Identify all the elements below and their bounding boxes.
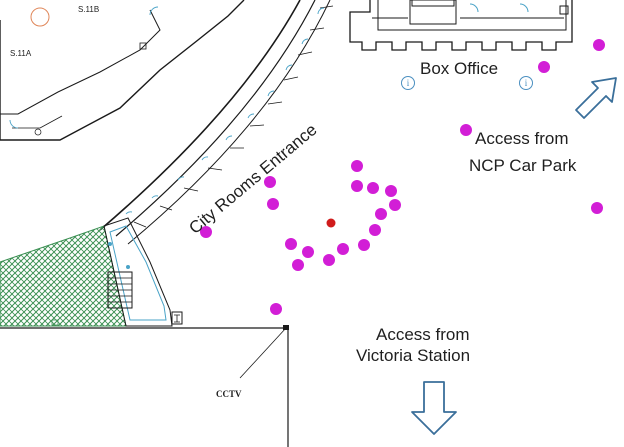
stair-core [103, 217, 183, 327]
room-label-s11a: S.11A [10, 49, 32, 58]
access-point-marker [351, 160, 363, 172]
access-point-marker [285, 238, 297, 250]
information-icon: i [519, 76, 533, 90]
room-circle-icon [30, 7, 50, 27]
cctv-boundary [0, 325, 289, 447]
access-point-marker [351, 180, 363, 192]
access-ncp-line2: NCP Car Park [469, 156, 577, 175]
access-point-marker [538, 61, 550, 73]
access-point-marker [367, 182, 379, 194]
highlight-marker [326, 218, 336, 228]
curved-facade [99, 0, 334, 245]
access-point-marker [337, 243, 349, 255]
room-block-s11 [0, 0, 245, 141]
access-point-marker [375, 208, 387, 220]
access-point-marker [358, 239, 370, 251]
access-victoria-line1: Access from [376, 325, 470, 344]
information-icon: i [401, 76, 415, 90]
access-point-marker [389, 199, 401, 211]
access-point-marker [385, 185, 397, 197]
access-point-marker [460, 124, 472, 136]
arrow-up-right-icon [575, 77, 617, 119]
access-victoria-line2: Victoria Station [356, 346, 471, 365]
cctv-label: CCTV [216, 389, 242, 399]
box-office-building [349, 0, 573, 51]
access-ncp-line1: Access from [475, 129, 569, 148]
box-office-label: Box Office [420, 59, 499, 78]
arrow-down-icon [411, 381, 457, 435]
access-point-marker [264, 176, 276, 188]
marker-layer [200, 39, 605, 315]
facade-doors [9, 6, 325, 215]
room-label-s11b: S.11B [78, 5, 100, 14]
access-point-marker [591, 202, 603, 214]
access-point-marker [302, 246, 314, 258]
access-point-marker [323, 254, 335, 266]
access-point-marker [267, 198, 279, 210]
access-point-marker [292, 259, 304, 271]
access-point-marker [200, 226, 212, 238]
access-point-marker [270, 303, 282, 315]
access-point-marker [593, 39, 605, 51]
access-point-marker [369, 224, 381, 236]
